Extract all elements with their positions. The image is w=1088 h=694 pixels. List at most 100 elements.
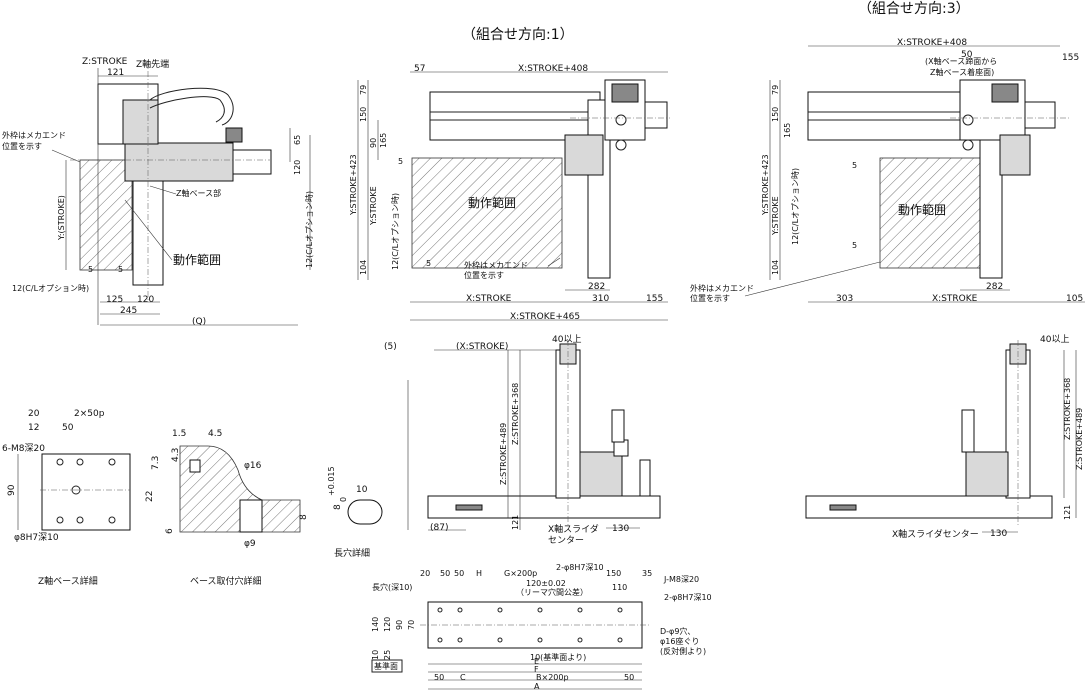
front-d130: 130	[612, 524, 629, 534]
side-cable	[961, 409, 975, 453]
left-motor	[232, 149, 272, 175]
mid-carriage	[564, 134, 604, 176]
right-view: X:STROKE+408 50 (X軸ベース蹄面から Z軸ベース着座面) 155…	[690, 38, 1085, 304]
z-d12: 12	[28, 423, 39, 433]
right-note-1: (X軸ベース蹄面から	[925, 56, 997, 66]
btm-ream2: （リーマ穴間公差）	[516, 587, 588, 597]
btm-d50d: 50	[624, 673, 634, 682]
left-view: Z:STROKE Z軸先端 121 外枠はメカエンド 位置を示す Z軸ベース部 …	[2, 57, 314, 327]
right-range-hatch	[879, 157, 981, 269]
right-d50: 50	[961, 50, 973, 60]
side-carriage	[965, 451, 1009, 497]
btm-d120: 120	[383, 617, 392, 632]
btm-f: F	[534, 665, 539, 674]
btm-b200: B×200p	[536, 673, 569, 682]
btm-d25: 25	[383, 650, 392, 660]
z-d50: 50	[62, 423, 74, 433]
mid-d310: 310	[592, 294, 609, 304]
btm-d50a: 50	[440, 569, 450, 578]
bottom-view: 20 50 50 H G×200p 2-φ8H7深10 150 35 120±0…	[371, 563, 712, 691]
mid-head-top	[611, 83, 639, 103]
mid-d165: 165	[379, 133, 388, 148]
left-d12cl: 12(C/Lオプション時)	[12, 284, 89, 293]
z-d20: 20	[28, 409, 40, 419]
front-d5p: (5)	[384, 342, 397, 352]
front-carriage	[579, 451, 623, 497]
left-dq: (Q)	[192, 317, 206, 327]
front-d87: (87)	[430, 523, 448, 533]
right-d5b: 5	[852, 241, 857, 250]
left-z-base-label: Z軸ベース部	[176, 188, 221, 198]
right-outer-1: 外枠はメカエンド	[690, 283, 754, 293]
z-base-detail: 20 2×50p 12 50 6-M8深20 90 φ8H7深10 Z軸ベース詳…	[2, 409, 131, 587]
btm-ref: 基準面	[374, 661, 398, 671]
hole-d15: 1.5	[172, 429, 186, 439]
btm-pin2b: 2-φ8H7深10	[664, 593, 712, 602]
mid-x-stroke-408: X:STROKE+408	[518, 64, 588, 74]
mid-d79: 79	[359, 85, 368, 95]
left-d125: 125	[106, 295, 123, 305]
mid-d90: 90	[369, 138, 378, 148]
left-d120v: 120	[293, 160, 302, 175]
btm-d10b: 10(基準面より)	[530, 652, 586, 662]
right-x-stroke-408: X:STROKE+408	[897, 38, 967, 48]
z-detail-plate	[41, 453, 131, 531]
hole-detail: 1.5 4.5 7.3 4.3 φ16 22 6 φ9 8 ベース取付穴詳細	[145, 429, 309, 587]
right-note-2: Z軸ベース着座面)	[930, 67, 994, 77]
front-view: (5) (X:STROKE) 40以上 Z:STROKE+489 Z:STROK…	[384, 334, 661, 546]
side-d40: 40以上	[1040, 334, 1069, 345]
mid-range-hatch	[411, 157, 563, 269]
left-y-stroke: Y:(STROKE)	[57, 195, 66, 241]
left-cable-b	[149, 96, 225, 123]
title-direction-3: （組合せ方向:3）	[858, 1, 970, 17]
front-z489: Z:STROKE+489	[499, 423, 508, 485]
left-outer-2: 位置を示す	[2, 141, 42, 151]
right-d165: 165	[783, 123, 792, 138]
left-z-stroke: Z:STROKE	[82, 57, 128, 67]
right-carriage	[999, 134, 1031, 176]
left-cable	[149, 87, 234, 126]
btm-pin2: 2-φ8H7深10	[556, 563, 604, 572]
hole-caption: ベース取付穴詳細	[190, 575, 262, 587]
z-caption: Z軸ベース詳細	[38, 575, 98, 587]
right-d12: 12(C/Lオプション時)	[791, 168, 800, 245]
left-d12v: 12(C/Lオプション時)	[305, 191, 314, 268]
right-y-stroke-423: Y:STROKE+423	[761, 154, 770, 216]
mid-d104: 104	[359, 260, 368, 275]
btm-d50c: 50	[434, 673, 444, 682]
btm-slot: 長穴(深10)	[372, 582, 412, 592]
btm-h: H	[476, 569, 482, 578]
right-y-stroke: Y:STROKE	[771, 196, 780, 236]
side-z489: Z:STROKE+489	[1075, 408, 1084, 470]
hole-d43: 4.3	[171, 448, 181, 462]
mid-y-stroke-423: Y:STROKE+423	[349, 154, 358, 216]
right-x-stroke: X:STROKE	[932, 294, 978, 304]
hole-d9: φ9	[244, 539, 256, 549]
hole-d22: 22	[145, 491, 155, 502]
btm-c: C	[460, 673, 466, 682]
btm-ream: 120±0.02	[526, 579, 566, 588]
z-pin: φ8H7深10	[14, 532, 59, 543]
slot-shape	[347, 499, 383, 525]
z-m8: 6-M8深20	[2, 443, 45, 454]
mid-d5b: 5	[426, 259, 431, 268]
btm-d90: 90	[395, 620, 404, 630]
btm-a: A	[534, 682, 540, 691]
left-d5a: 5	[88, 265, 93, 274]
right-range: 動作範囲	[898, 202, 946, 217]
slot-tol-sub: 0	[339, 497, 348, 502]
btm-dhole-3: (反対側より)	[660, 646, 706, 656]
mid-d57: 57	[414, 64, 425, 74]
left-range-hatch	[79, 159, 133, 271]
btm-e: E	[534, 657, 539, 666]
mid-d5: 5	[398, 157, 403, 166]
right-d79: 79	[771, 85, 780, 95]
left-d65: 65	[293, 135, 302, 145]
hole-d8: 8	[299, 514, 309, 520]
hole-d45: 4.5	[208, 429, 222, 439]
front-cable	[611, 409, 625, 443]
mid-range: 動作範囲	[468, 195, 516, 210]
slot-tol-sup: +0.015	[327, 466, 336, 496]
front-z368: Z:STROKE+368	[511, 383, 520, 445]
left-range: 動作範囲	[173, 252, 221, 267]
